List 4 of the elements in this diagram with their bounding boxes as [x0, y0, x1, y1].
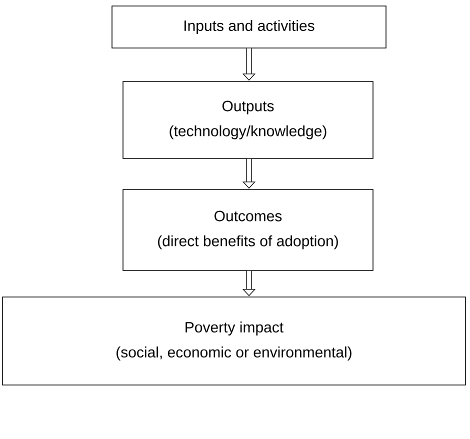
process-box: Outputs (technology/knowledge): [122, 81, 374, 159]
process-box: Outcomes (direct benefits of adoption): [122, 189, 374, 271]
process-box: Inputs and activities: [112, 6, 386, 48]
process-box: Poverty impact (social, economic or environmental): [2, 296, 466, 386]
